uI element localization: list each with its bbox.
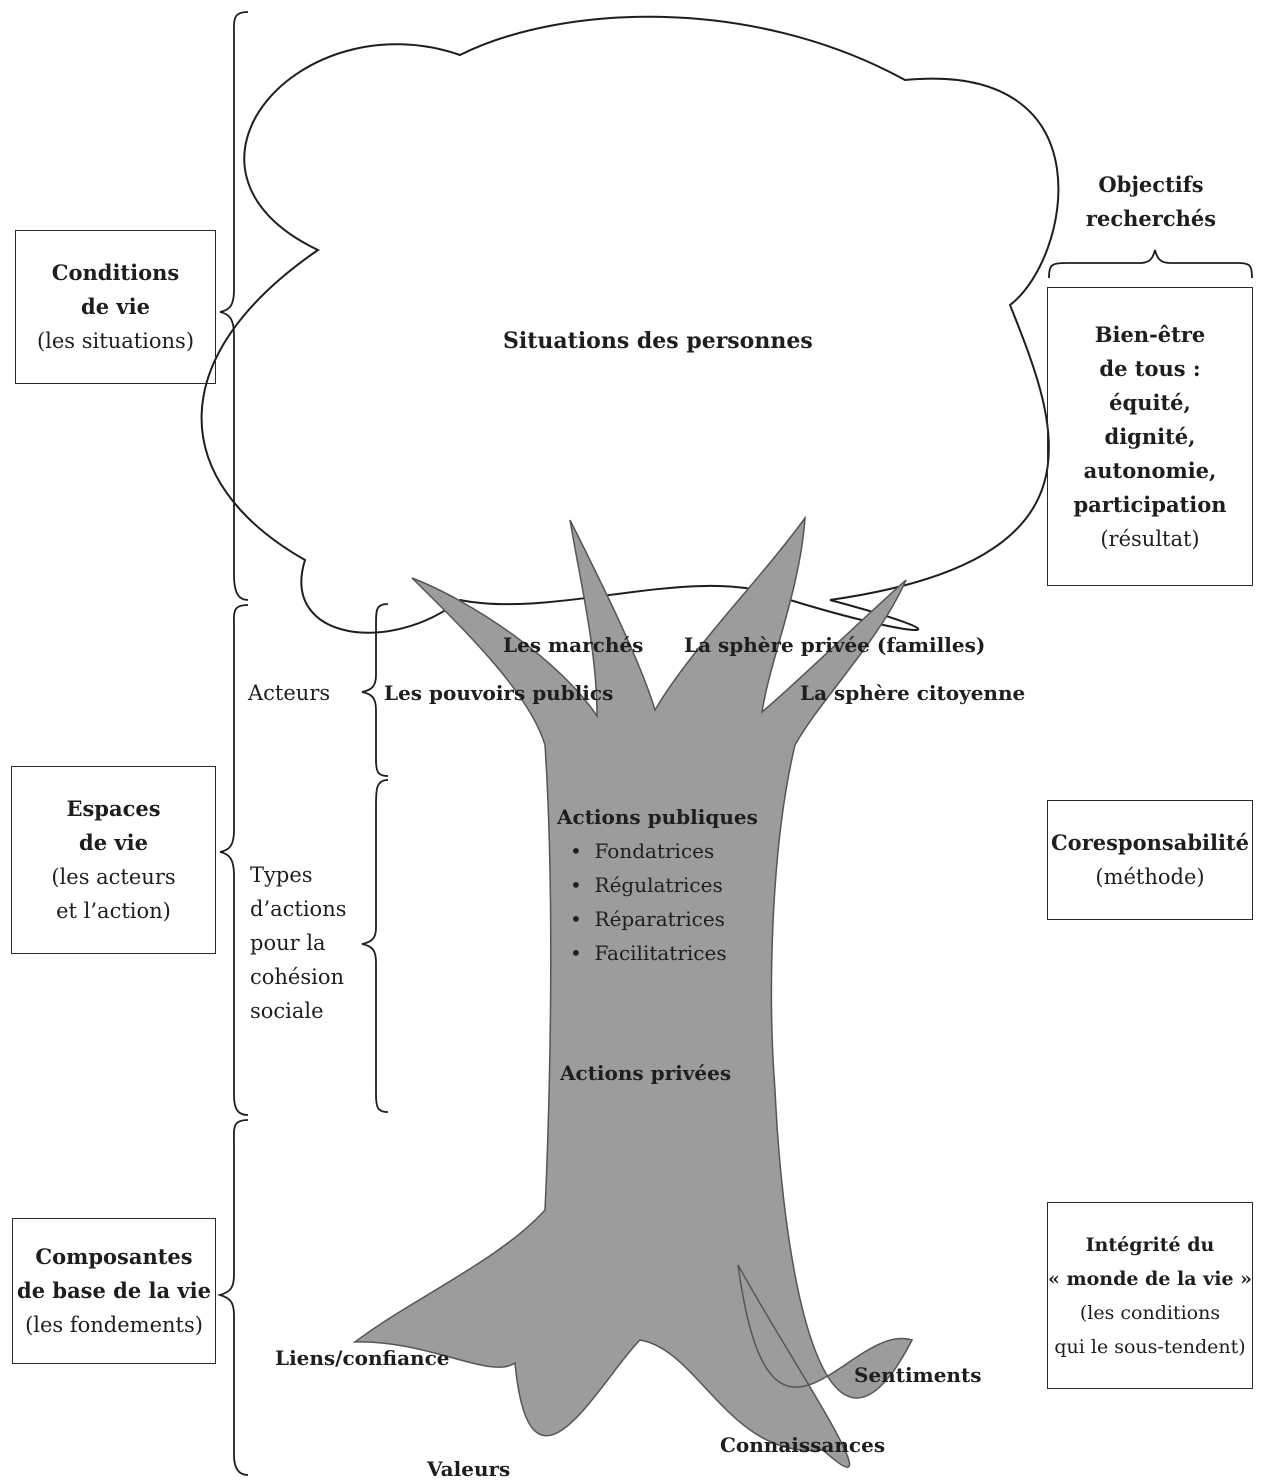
root-liens: Liens/confiance: [275, 1345, 450, 1371]
bienetre-line-6: participation: [1073, 488, 1226, 522]
trunk-item-reparatrices: Réparatrices: [570, 906, 725, 932]
espaces-sub-2: et l’action): [56, 894, 171, 928]
trunk-item-regulatrices: Régulatrices: [570, 872, 723, 898]
objectifs-heading: Objectifs recherchés: [1086, 168, 1216, 236]
bienetre-line-5: autonomie,: [1084, 454, 1217, 488]
actions-privees-label: Actions privées: [560, 1060, 731, 1086]
conditions-title-1: Conditions: [52, 256, 179, 290]
espaces-sub-1: (les acteurs: [51, 860, 175, 894]
conditions-box: Conditions de vie (les situations): [15, 230, 216, 384]
types-label: Types d’actions pour la cohésion sociale: [250, 858, 347, 1028]
root-sentiments: Sentiments: [854, 1362, 981, 1388]
bienetre-line-7: (résultat): [1100, 522, 1199, 556]
integrite-line-4: qui le sous-tendent): [1054, 1330, 1245, 1364]
integrite-box: Intégrité du « monde de la vie » (les co…: [1047, 1202, 1253, 1389]
integrite-line-1: Intégrité du: [1086, 1228, 1215, 1262]
espaces-title-2: de vie: [79, 826, 148, 860]
composantes-title-2: de base de la vie: [17, 1274, 211, 1308]
bienetre-line-2: de tous :: [1099, 352, 1200, 386]
bienetre-line-4: dignité,: [1105, 420, 1196, 454]
integrite-line-2: « monde de la vie »: [1048, 1262, 1252, 1296]
root-connaissances: Connaissances: [720, 1432, 885, 1458]
branch-marches: Les marchés: [503, 632, 643, 658]
coresp-sub: (méthode): [1095, 860, 1204, 894]
left-brace: [220, 12, 248, 1475]
objectifs-heading-1: Objectifs: [1086, 168, 1216, 202]
objectifs-heading-2: recherchés: [1086, 202, 1216, 236]
trunk-item-fondatrices: Fondatrices: [570, 838, 714, 864]
composantes-box: Composantes de base de la vie (les fonde…: [12, 1218, 216, 1364]
branch-citoyenne: La sphère citoyenne: [800, 680, 1025, 706]
trunk-shape: [355, 518, 912, 1467]
bienetre-line-3: équité,: [1109, 386, 1191, 420]
types-line-3: pour la: [250, 926, 347, 960]
espaces-title-1: Espaces: [66, 792, 160, 826]
espaces-box: Espaces de vie (les acteurs et l’action): [11, 766, 216, 954]
types-brace: [362, 780, 388, 1112]
crown-cloud: [202, 17, 1059, 633]
acteurs-label: Acteurs: [248, 680, 330, 706]
actions-publiques-label: Actions publiques: [557, 804, 758, 830]
crown-label: Situations des personnes: [503, 328, 813, 354]
types-line-5: sociale: [250, 994, 347, 1028]
coresp-title: Coresponsabilité: [1051, 826, 1249, 860]
conditions-sub: (les situations): [37, 324, 194, 358]
bienetre-line-1: Bien-être: [1095, 318, 1206, 352]
root-valeurs: Valeurs: [427, 1456, 510, 1482]
types-line-2: d’actions: [250, 892, 347, 926]
branch-publics: Les pouvoirs publics: [384, 680, 613, 706]
trunk-item-facilitatrices: Facilitatrices: [570, 940, 727, 966]
types-line-4: cohésion: [250, 960, 347, 994]
objectifs-brace: [1049, 250, 1252, 278]
types-line-1: Types: [250, 858, 347, 892]
branch-privee: La sphère privée (familles): [684, 632, 985, 658]
integrite-line-3: (les conditions: [1080, 1296, 1220, 1330]
conditions-title-2: de vie: [81, 290, 150, 324]
composantes-title-1: Composantes: [35, 1240, 192, 1274]
composantes-sub: (les fondements): [25, 1308, 203, 1342]
coresp-box: Coresponsabilité (méthode): [1047, 800, 1253, 920]
bienetre-box: Bien-être de tous : équité, dignité, aut…: [1047, 287, 1253, 586]
